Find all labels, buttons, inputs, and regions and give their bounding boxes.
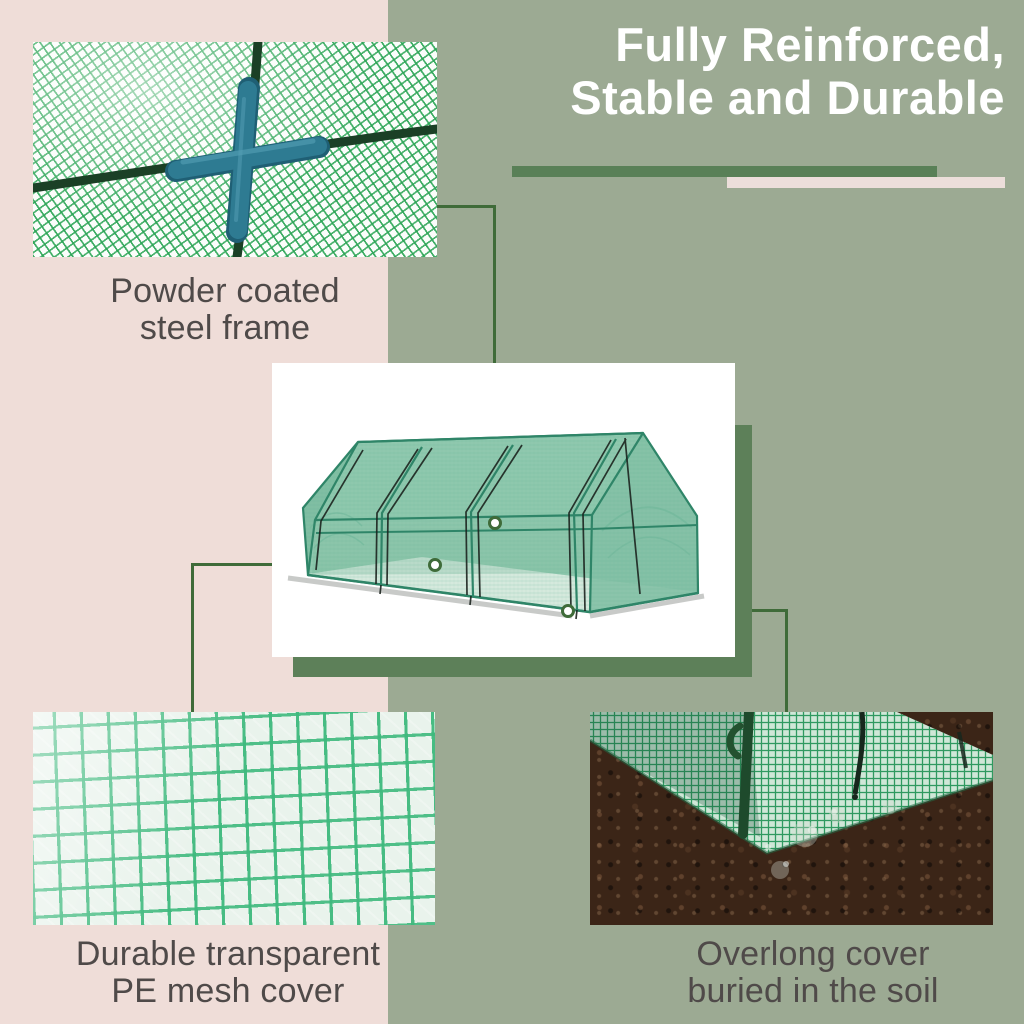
caption-pe-mesh-line2: PE mesh cover bbox=[111, 972, 345, 1010]
caption-steel-frame-line1: Powder coated bbox=[110, 272, 340, 310]
buried-cover-detail bbox=[590, 712, 993, 879]
greenhouse-illustration bbox=[287, 431, 705, 620]
cross-connector bbox=[165, 77, 330, 243]
connector-line-steel-frame-h bbox=[437, 205, 496, 208]
soil-sprinkles bbox=[765, 800, 897, 879]
decor-bar-pink bbox=[727, 177, 1005, 188]
corner-pole bbox=[726, 712, 754, 839]
callout-dot-mesh-cover bbox=[428, 558, 442, 572]
connector-line-buried-cover-v bbox=[785, 609, 788, 712]
caption-buried-cover-line2: buried in the soil bbox=[687, 972, 939, 1010]
zipper bbox=[852, 712, 968, 800]
caption-steel-frame-line2: steel frame bbox=[139, 309, 311, 347]
connector-line-mesh-cover-v bbox=[191, 563, 194, 712]
decor-bar-green bbox=[512, 166, 937, 177]
callout-dot-steel-frame bbox=[488, 516, 502, 530]
buried-cover-photo bbox=[590, 712, 993, 925]
mesh-cover-corner bbox=[590, 712, 993, 855]
product-image bbox=[272, 363, 735, 657]
caption-buried-cover-line1: Overlong cover bbox=[696, 935, 930, 973]
greenhouse-frame bbox=[301, 431, 700, 614]
greenhouse-body bbox=[303, 433, 698, 612]
page-title-line1: Fully Reinforced, bbox=[615, 18, 1005, 71]
greenhouse-zippers bbox=[315, 437, 641, 620]
page-title: Fully Reinforced,Stable and Durable bbox=[570, 18, 1005, 124]
steel-frame-photo bbox=[33, 42, 437, 257]
page-title-line2: Stable and Durable bbox=[570, 71, 1005, 124]
ground-shadow bbox=[287, 575, 705, 619]
pe-mesh-photo bbox=[33, 712, 435, 925]
steel-frame-detail bbox=[33, 42, 437, 257]
caption-pe-mesh-line1: Durable transparent bbox=[75, 935, 381, 973]
callout-dot-buried-cover bbox=[561, 604, 575, 618]
